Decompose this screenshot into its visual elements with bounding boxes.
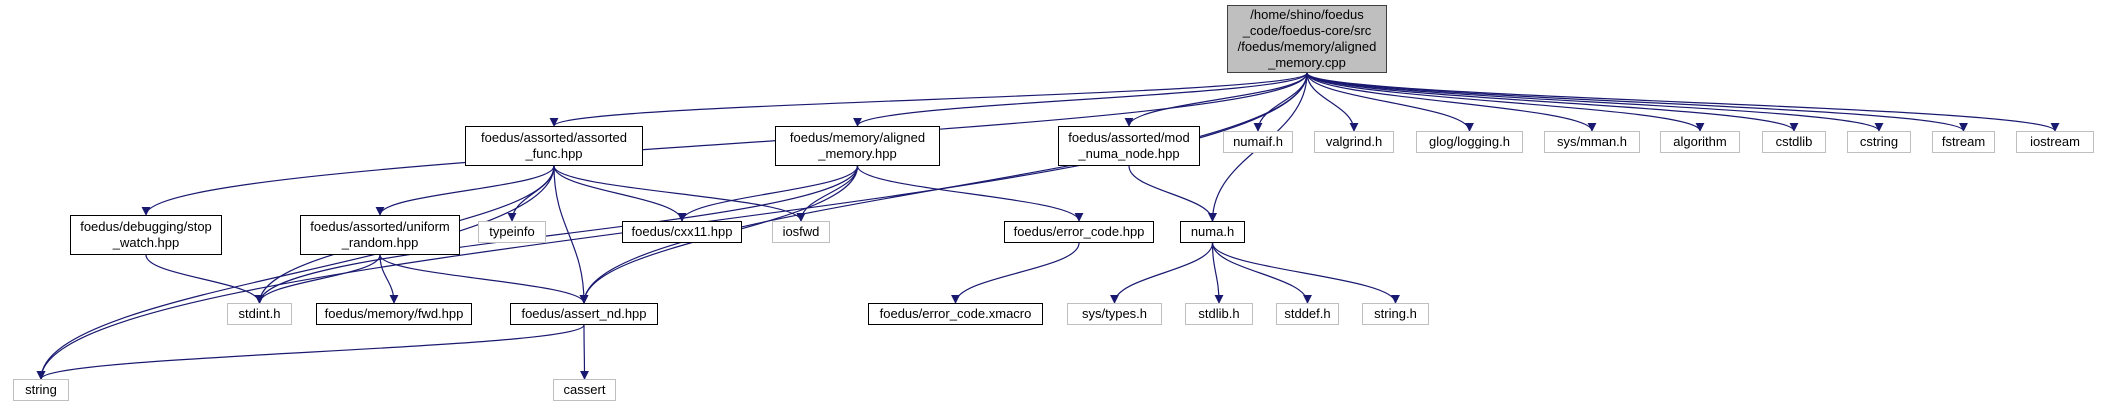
edge-root-to-iostream bbox=[1306, 72, 2060, 132]
edge-assert-nd-to-string bbox=[36, 324, 585, 380]
edge-assorted-func-to-assert-nd bbox=[553, 165, 589, 304]
edge-root-to-cstdlib bbox=[1306, 72, 1799, 132]
node-stdint: stdint.h bbox=[227, 303, 292, 325]
node-stop-watch[interactable]: foedus/debugging/stop _watch.hpp bbox=[70, 215, 222, 255]
edge-error-code-hpp-to-error-code-xmacro bbox=[951, 242, 1080, 304]
node-typeinfo: typeinfo bbox=[478, 221, 546, 243]
node-cassert: cassert bbox=[553, 379, 616, 401]
edge-assorted-func-to-iosfwd bbox=[553, 165, 806, 222]
edge-root-to-fstream bbox=[1306, 72, 1968, 132]
edge-numa-h-to-stddef-h bbox=[1211, 242, 1312, 304]
edge-assorted-func-to-typeinfo bbox=[507, 165, 555, 222]
edge-assorted-func-to-cxx11 bbox=[553, 165, 687, 222]
node-glog: glog/logging.h bbox=[1416, 131, 1523, 153]
edge-root-to-valgrind bbox=[1306, 72, 1359, 132]
edge-assorted-func-to-uniform-random bbox=[375, 165, 555, 216]
edge-numa-h-to-stdlib-h bbox=[1211, 242, 1224, 304]
node-cxx11[interactable]: foedus/cxx11.hpp bbox=[622, 221, 742, 243]
node-uniform-random[interactable]: foedus/assorted/uniform _random.hpp bbox=[300, 215, 460, 255]
node-stdlib-h: stdlib.h bbox=[1185, 303, 1253, 325]
node-assert-nd[interactable]: foedus/assert_nd.hpp bbox=[510, 303, 658, 325]
node-error-code-hpp[interactable]: foedus/error_code.hpp bbox=[1004, 221, 1154, 243]
edge-aligned-memory-hpp-to-stdint bbox=[255, 165, 859, 304]
edge-numa-h-to-sys-types bbox=[1110, 242, 1214, 304]
node-iostream: iostream bbox=[2016, 131, 2094, 153]
edge-assert-nd-to-cassert bbox=[579, 324, 589, 380]
node-stddef-h: stddef.h bbox=[1276, 303, 1339, 325]
node-iosfwd: iosfwd bbox=[772, 221, 830, 243]
edge-uniform-random-to-stdint bbox=[255, 254, 381, 304]
edge-numa-h-to-string-h bbox=[1211, 242, 1400, 304]
edge-assorted-func-to-string bbox=[36, 165, 555, 380]
node-root[interactable]: /home/shino/foedus _code/foedus-core/src… bbox=[1227, 5, 1387, 73]
edge-aligned-memory-hpp-to-cxx11 bbox=[677, 165, 859, 222]
node-string-h: string.h bbox=[1362, 303, 1429, 325]
edge-stop-watch-to-stdint bbox=[145, 254, 264, 304]
node-valgrind: valgrind.h bbox=[1314, 131, 1394, 153]
edge-root-to-assorted-func bbox=[549, 72, 1308, 127]
edge-root-to-sys-mman bbox=[1306, 72, 1597, 132]
node-aligned-memory-hpp[interactable]: foedus/memory/aligned _memory.hpp bbox=[775, 126, 940, 166]
node-assorted-func[interactable]: foedus/assorted/assorted _func.hpp bbox=[465, 126, 643, 166]
edge-uniform-random-to-fwd bbox=[379, 254, 399, 304]
node-algorithm: algorithm bbox=[1660, 131, 1740, 153]
node-sys-types: sys/types.h bbox=[1067, 303, 1162, 325]
node-cstdlib: cstdlib bbox=[1762, 131, 1826, 153]
edge-uniform-random-to-assert-nd bbox=[379, 254, 589, 304]
edge-root-to-aligned-memory-hpp bbox=[853, 72, 1308, 127]
node-sys-mman: sys/mman.h bbox=[1544, 131, 1640, 153]
node-fwd[interactable]: foedus/memory/fwd.hpp bbox=[316, 303, 472, 325]
edge-root-to-stop-watch bbox=[141, 72, 1308, 216]
edge-root-to-cstring bbox=[1306, 72, 1884, 132]
edge-root-to-mod-numa-node bbox=[1124, 72, 1308, 127]
edge-mod-numa-node-to-numa-h bbox=[1128, 165, 1217, 222]
node-error-code-xmacro[interactable]: foedus/error_code.xmacro bbox=[868, 303, 1043, 325]
node-cstring: cstring bbox=[1847, 131, 1911, 153]
edge-root-to-assert-nd bbox=[579, 72, 1308, 304]
node-string: string bbox=[13, 379, 69, 401]
edge-root-to-algorithm bbox=[1306, 72, 1705, 132]
edge-root-to-glog bbox=[1306, 72, 1474, 132]
node-numa-h[interactable]: numa.h bbox=[1180, 221, 1245, 243]
edge-root-to-numaif bbox=[1253, 72, 1308, 132]
node-numaif: numaif.h bbox=[1223, 131, 1293, 153]
edge-aligned-memory-hpp-to-error-code-hpp bbox=[856, 165, 1084, 222]
node-mod-numa-node[interactable]: foedus/assorted/mod _numa_node.hpp bbox=[1058, 126, 1200, 166]
node-fstream: fstream bbox=[1932, 131, 1995, 153]
